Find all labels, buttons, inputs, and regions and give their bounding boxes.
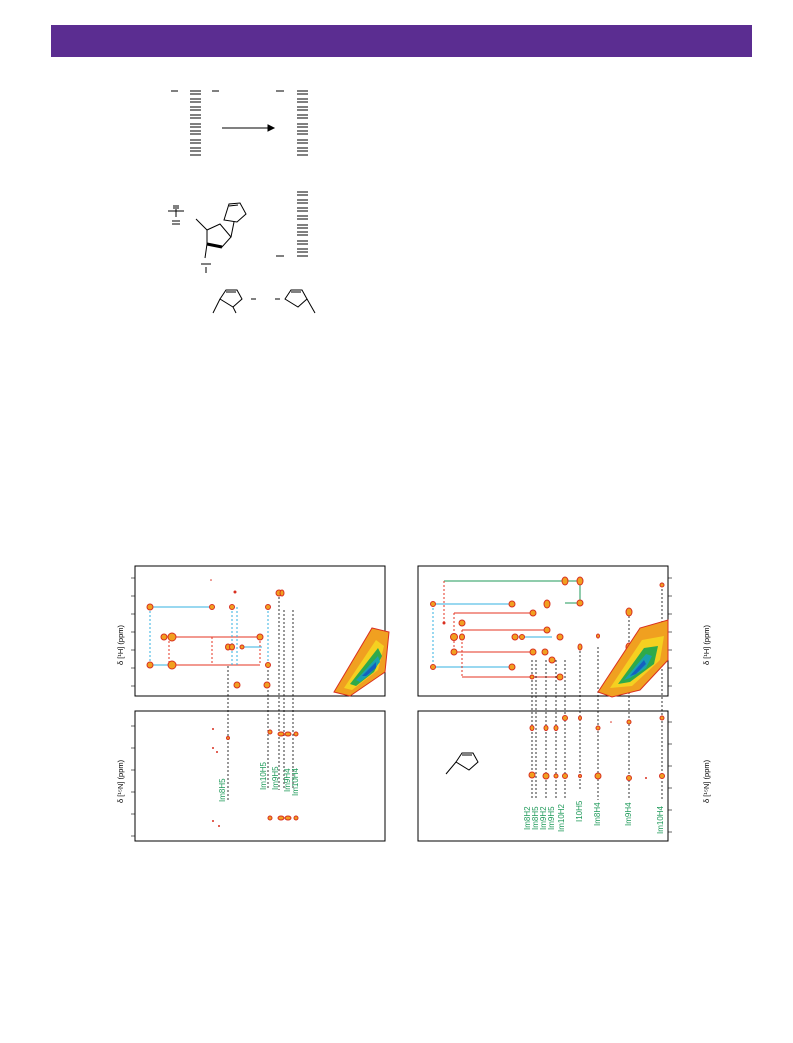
header-banner xyxy=(51,25,752,57)
peak-label: Im8H4 xyxy=(593,802,602,826)
bottom-peaks xyxy=(430,576,669,698)
top-15n-plot-frame xyxy=(134,710,386,842)
bottom-15n-peaks xyxy=(528,715,665,781)
sequence-ticks-lower xyxy=(297,191,308,257)
sequence-ticks-right xyxy=(297,90,308,156)
diagonal-contour xyxy=(597,619,669,698)
peak-label: I10H5 xyxy=(575,800,584,822)
peak-label: Im9H5 xyxy=(547,806,556,830)
imidazole-pair xyxy=(212,289,316,314)
bottom-1h-axis-label: δ [¹H] (ppm) xyxy=(702,624,711,665)
top-peaks xyxy=(146,579,390,697)
peak-label: Im10H2 xyxy=(557,803,566,832)
nucleoside-structure xyxy=(168,202,247,273)
chemical-scheme xyxy=(168,90,316,314)
top-15n-peaks xyxy=(212,728,299,827)
bottom-15n-axis-label: δ [¹⁵N] (ppm) xyxy=(702,759,711,803)
peak-label: Im10H4 xyxy=(656,805,665,834)
sequence-ticks-left xyxy=(190,90,201,156)
peak-label: Im9H4 xyxy=(624,802,633,826)
bottom-15n-plot-frame xyxy=(417,710,669,842)
imidazole-inset xyxy=(445,752,479,775)
diagonal-contour xyxy=(333,627,390,697)
